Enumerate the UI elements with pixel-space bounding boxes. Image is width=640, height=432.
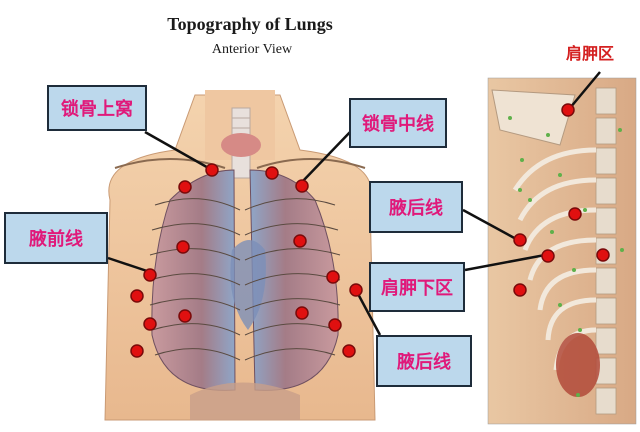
label-infrascapular-region: 肩胛下区 <box>369 262 465 312</box>
marker-point <box>294 235 306 247</box>
marker-point <box>266 167 278 179</box>
label-scapular-region: 肩胛区 <box>566 40 614 64</box>
label-supraclavicular-fossa: 锁骨上窝 <box>47 85 147 131</box>
torso-back <box>488 78 636 424</box>
marker-point <box>177 241 189 253</box>
marker-point <box>296 180 308 192</box>
marker-point <box>343 345 355 357</box>
marker-point <box>597 249 609 261</box>
label-posterior-axillary-line-upper: 腋后线 <box>369 181 463 233</box>
marker-point <box>350 284 362 296</box>
marker-point <box>329 319 341 331</box>
label-anterior-axillary-line: 腋前线 <box>4 212 108 264</box>
marker-point <box>569 208 581 220</box>
marker-point <box>131 345 143 357</box>
label-midclavicular-line: 锁骨中线 <box>349 98 447 148</box>
marker-point <box>179 181 191 193</box>
torso-front <box>105 90 375 420</box>
marker-point <box>562 104 574 116</box>
marker-point <box>327 271 339 283</box>
marker-point <box>542 250 554 262</box>
marker-point <box>514 234 526 246</box>
marker-point <box>144 269 156 281</box>
label-posterior-axillary-line-lower: 腋后线 <box>376 335 472 387</box>
marker-point <box>144 318 156 330</box>
marker-point <box>514 284 526 296</box>
marker-point <box>206 164 218 176</box>
marker-point <box>131 290 143 302</box>
marker-point <box>179 310 191 322</box>
marker-point <box>296 307 308 319</box>
